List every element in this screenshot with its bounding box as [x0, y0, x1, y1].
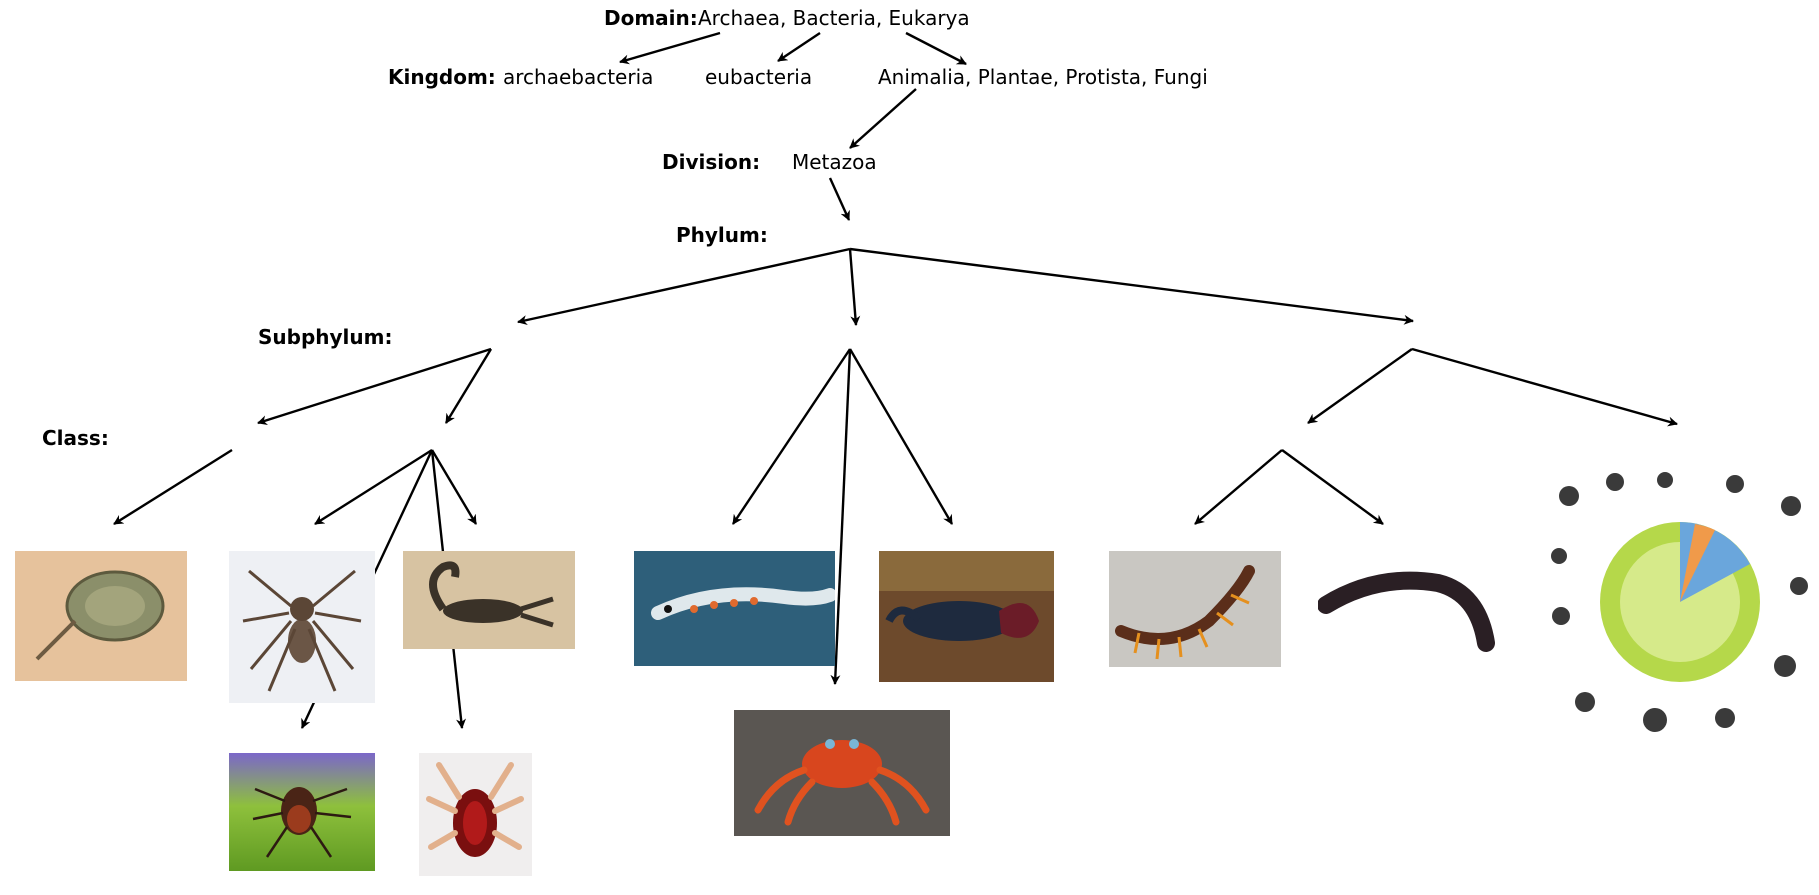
crab-image	[734, 710, 950, 836]
arrow-chelicerata-arachnida	[444, 348, 493, 424]
arrow-domain-eukarya	[905, 31, 967, 66]
level-phylum: Phylum:	[676, 223, 768, 247]
arrow-myriapoda-centipede	[1194, 449, 1283, 525]
scorpion-image	[403, 551, 575, 649]
level-kingdom: Kingdom:	[388, 65, 496, 89]
level-domain: Domain:	[604, 6, 698, 30]
arrow-division-phylum	[828, 177, 851, 221]
centipede-image	[1109, 551, 1281, 667]
krill-image	[634, 551, 835, 666]
millipede-image	[1318, 563, 1503, 663]
spider-image	[229, 551, 375, 703]
division-metazoa: Metazoa	[792, 150, 877, 174]
arrow-domain-archaebacteria	[619, 31, 721, 65]
arrow-myriapoda-millipede	[1281, 449, 1384, 525]
arrow-right-myriapoda	[1307, 348, 1413, 424]
arrow-crustacea-crab	[830, 348, 852, 685]
horseshoe-crab-image	[15, 551, 187, 681]
level-subphylum: Subphylum:	[258, 325, 393, 349]
arrow-arachnida-scorpion	[430, 449, 478, 525]
domain-value: Archaea, Bacteria, Eukarya	[698, 6, 970, 30]
mite-image	[419, 753, 532, 876]
arrow-phylum-chelicerata	[517, 247, 851, 325]
kingdom-eubacteria: eubacteria	[705, 65, 813, 89]
kingdom-eukarya-kingdoms: Animalia, Plantae, Protista, Fungi	[878, 65, 1208, 89]
arrow-right-hexapoda	[1411, 347, 1678, 427]
arrow-domain-eubacteria	[777, 32, 821, 62]
arrow-arachnida-spider	[314, 448, 433, 526]
arrow-crustacea-krill	[732, 348, 851, 525]
lobster-image	[879, 551, 1054, 682]
level-class: Class:	[42, 426, 109, 450]
arrow-phylum-crustacea	[848, 248, 861, 326]
arrow-phylum-myriapoda-hexapoda	[849, 247, 1414, 325]
arrow-kingdom-division	[849, 88, 917, 149]
tick-image	[229, 753, 375, 871]
kingdom-archaebacteria: archaebacteria	[503, 65, 654, 89]
level-division: Division:	[662, 150, 761, 174]
arrow-crustacea-lobster	[848, 348, 954, 525]
insects-image	[1545, 466, 1815, 739]
arrow-merostomata-horseshoe	[113, 448, 233, 526]
arrow-chelicerata-merostomata	[257, 347, 492, 426]
